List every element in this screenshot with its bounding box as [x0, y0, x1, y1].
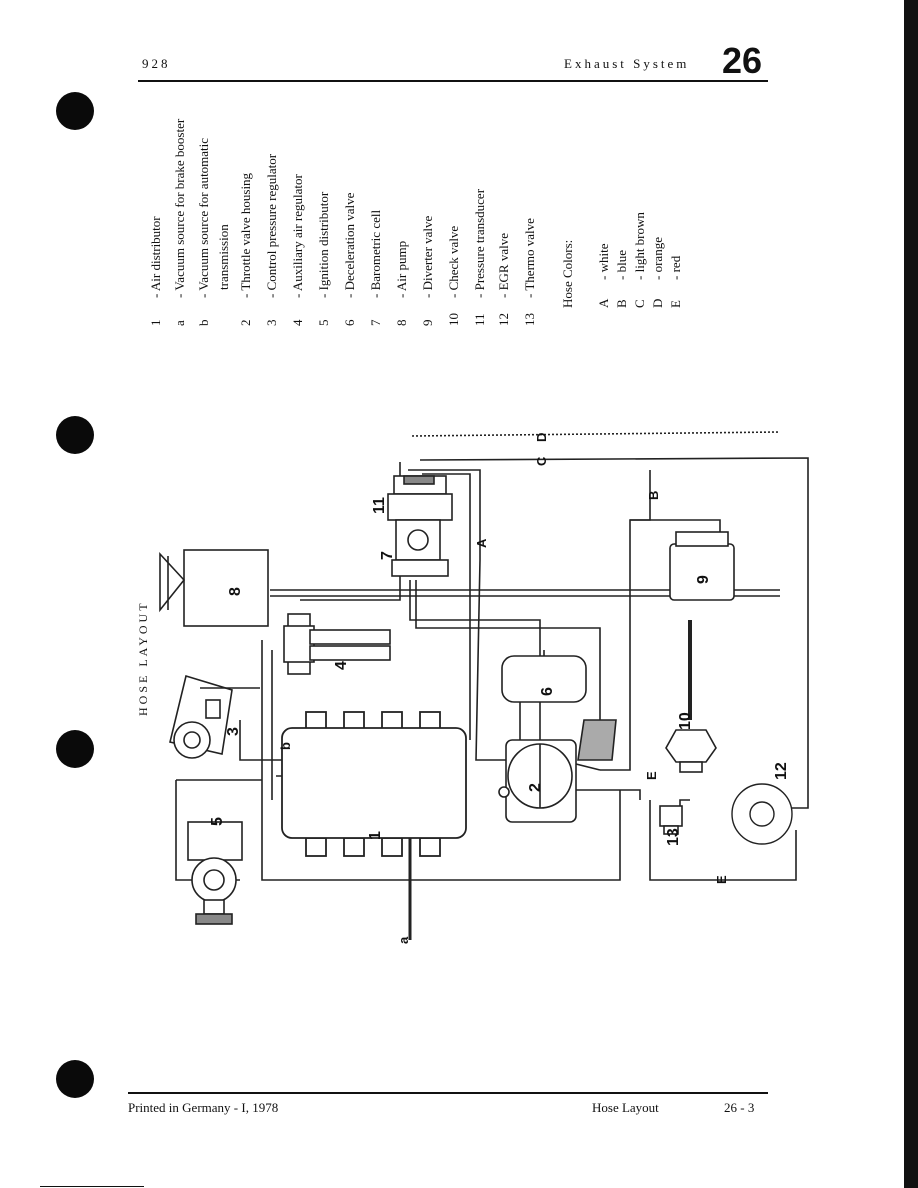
part-11-label: 11 [371, 497, 388, 514]
binder-hole [56, 730, 94, 768]
hose-label-C: C [534, 456, 549, 466]
footer-page: 26 - 3 [724, 1100, 755, 1115]
footer-printed: Printed in Germany - I, 1978 [128, 1100, 279, 1115]
part-2-label: 2 [527, 783, 544, 792]
label-a: a [396, 936, 411, 944]
chapter-number: 26 [722, 40, 763, 81]
part-12-label: 12 [773, 762, 790, 780]
part-8-label: 8 [227, 587, 244, 596]
header-rule [138, 80, 768, 82]
hose-label-E: E [644, 771, 659, 780]
binder-hole [56, 416, 94, 454]
part-9-label: 9 [695, 575, 712, 584]
binder-hole [56, 1060, 94, 1098]
part-13-label: 13 [665, 828, 682, 846]
part-7-label: 7 [379, 551, 396, 560]
binder-hole [56, 92, 94, 130]
part-5-label: 5 [209, 817, 226, 826]
label-b: b [278, 742, 293, 750]
page-corner-rule [40, 1186, 144, 1187]
page-edge-bar [904, 0, 918, 1188]
hose-label-E: E [714, 875, 729, 884]
hose-label-A: A [474, 538, 489, 548]
part-6-label: 6 [539, 687, 556, 696]
header-section: Exhaust System [564, 56, 690, 71]
footer-section: Hose Layout [592, 1100, 659, 1115]
part-4-label: 4 [333, 661, 350, 670]
hose-label-B: B [646, 491, 661, 500]
footer-rule [128, 1092, 768, 1094]
part-1-label: 1 [367, 831, 384, 840]
header-model: 928 [142, 56, 171, 71]
part-10-label: 10 [677, 712, 694, 730]
part-3-label: 3 [225, 727, 242, 736]
hose-label-D: D [534, 433, 549, 442]
